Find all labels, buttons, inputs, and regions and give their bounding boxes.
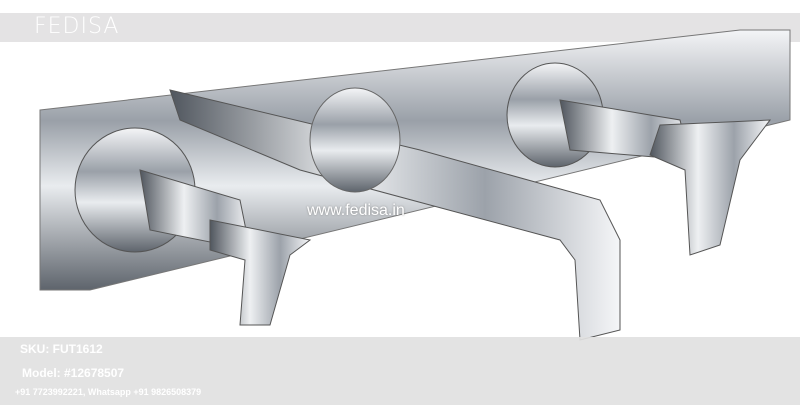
brand-logo: FEDISA (34, 14, 120, 39)
left-handle (74, 127, 312, 326)
center-rosette (309, 87, 401, 193)
info-band (0, 337, 800, 405)
watermark-url: www.fedisa.in (307, 202, 405, 219)
contact-label: +91 7723992221, Whatsapp +91 9826508379 (15, 387, 202, 397)
right-handle (506, 62, 772, 256)
sku-label: SKU: FUT1612 (20, 342, 103, 356)
header-band (0, 13, 800, 42)
model-label: Model: #12678507 (22, 366, 125, 380)
